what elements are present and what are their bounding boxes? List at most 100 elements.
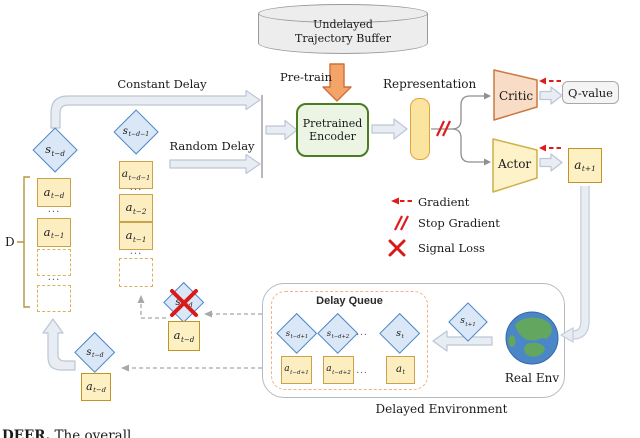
state-node-s-t-minus-d-plus-2: st−d+2 xyxy=(317,313,359,355)
buffer-title-line2: Trajectory Buffer xyxy=(295,32,391,45)
q-value-label: Q-value xyxy=(568,85,613,100)
empty-action-slot xyxy=(119,258,153,287)
state-node-s-t-minus-d: st−d xyxy=(32,127,78,173)
empty-action-slot xyxy=(37,249,71,276)
fork-to-actor xyxy=(451,128,484,163)
fork-to-critic xyxy=(451,95,484,130)
lost-state-elbow-arrowhead xyxy=(137,295,145,303)
critic-arrowhead xyxy=(484,92,491,100)
buffer-title-line1: Undelayed xyxy=(313,18,373,31)
critic-label: Critic xyxy=(499,89,534,103)
action-box-a-t-minus-d: at−d xyxy=(81,373,111,401)
action-box-a-t-minus-1: at−1 xyxy=(119,222,153,250)
encoder-output-arrow xyxy=(371,118,408,140)
state-node-s-t-plus-1: st+1 xyxy=(448,302,488,342)
actor-label: Actor xyxy=(498,157,532,171)
constant-delay-arrow xyxy=(50,89,261,129)
caption-keyword: DEER. xyxy=(2,428,51,438)
random-delay-label: Random Delay xyxy=(169,139,255,153)
actor-arrowhead xyxy=(484,158,491,166)
delay-queue-label: Delay Queue xyxy=(316,295,383,307)
state-node-s-t-minus-d-bottom: st−d xyxy=(74,332,116,374)
representation-bar xyxy=(410,98,430,160)
state-label: st−d+1 xyxy=(285,328,309,340)
action-label: at xyxy=(396,363,405,377)
action-box-a-t-minus-d: at−d xyxy=(168,321,200,351)
queue-to-lost-state-arrowhead xyxy=(204,310,212,318)
action-label: at−d−1 xyxy=(121,168,151,182)
ellipsis: ... xyxy=(129,246,143,257)
ellipsis: ... xyxy=(356,366,368,376)
state-label: st−d+2 xyxy=(326,328,350,340)
random-delay-arrow xyxy=(169,153,261,175)
legend-stop-gradient-label: Stop Gradient xyxy=(418,216,500,230)
actor-output-arrow xyxy=(539,153,563,172)
encoder-label-line2: Encoder xyxy=(309,130,356,143)
env-to-queue-arrow xyxy=(432,330,493,352)
action-box-a-t-minus-d-plus-2: at−d+2 xyxy=(323,356,354,384)
action-label: at−2 xyxy=(125,200,147,216)
encoder-label-line1: Pretrained xyxy=(302,117,363,130)
caption-text: The overall … xyxy=(50,428,150,438)
ellipsis: ... xyxy=(356,328,368,338)
actor-trapezoid xyxy=(492,138,538,193)
buffer-cylinder-top xyxy=(258,4,428,23)
legend-gradient-label: Gradient xyxy=(418,195,470,209)
action-label: at−d xyxy=(86,379,106,395)
action-label: at−1 xyxy=(43,224,65,241)
state-label: st−d xyxy=(45,142,65,158)
feedback-up-arrow xyxy=(42,318,76,371)
state-label: st xyxy=(396,327,404,341)
pretrain-label: Pre-train xyxy=(280,70,332,84)
action-to-env-arrowhead xyxy=(559,326,574,344)
action-box-a-t-minus-2: at−2 xyxy=(119,194,153,222)
action-to-env-path xyxy=(572,186,589,339)
state-label: st−d xyxy=(86,346,104,360)
action-label: at−d xyxy=(173,328,195,344)
critic-gradient-arrowhead xyxy=(539,77,546,85)
d-bracket xyxy=(17,176,30,308)
delay-queue-box xyxy=(271,291,428,390)
actor-gradient-arrowhead xyxy=(539,144,546,152)
lost-state-elbow-dashed xyxy=(140,302,166,319)
ellipsis: ... xyxy=(47,204,61,215)
action-label: at+1 xyxy=(574,157,596,174)
queue-to-bottom-arrowhead xyxy=(121,364,129,372)
action-label: at−1 xyxy=(125,228,147,244)
buffer-title: Undelayed Trajectory Buffer xyxy=(258,18,428,46)
signal-loss-x-icon xyxy=(170,289,198,317)
action-label: at−d+1 xyxy=(284,364,309,376)
earth-globe-icon xyxy=(505,311,559,365)
stop-gradient-legend-icon xyxy=(394,215,409,231)
delayed-environment-box xyxy=(262,283,565,398)
action-box-a-t-minus-d-plus-1: at−d+1 xyxy=(281,356,312,384)
action-label: at−d xyxy=(43,184,65,201)
critic-trapezoid xyxy=(493,69,538,121)
actor-shape xyxy=(492,138,538,193)
pretrained-encoder-box: Pretrained Encoder xyxy=(296,103,369,157)
state-label: st+1 xyxy=(460,316,476,328)
ellipsis: ... xyxy=(47,272,61,283)
action-box-a-t-minus-d-minus-1: at−d−1 xyxy=(119,161,153,189)
critic-output-arrow xyxy=(539,86,563,105)
delayed-environment-label: Delayed Environment xyxy=(375,402,508,416)
state-node-s-t-minus-d-minus-1: st−d−1 xyxy=(113,109,159,155)
action-box-a-t-minus-1: at−1 xyxy=(37,218,71,247)
state-label: st−d−1 xyxy=(122,125,150,139)
pretrain-arrow xyxy=(322,63,352,102)
representation-label: Representation xyxy=(383,77,477,91)
real-env-label: Real Env xyxy=(504,371,560,385)
empty-action-slot xyxy=(37,285,71,312)
action-box-a-t-minus-d: at−d xyxy=(37,178,71,207)
action-label: at−d+2 xyxy=(326,364,351,376)
signal-loss-legend-icon xyxy=(388,239,406,257)
q-value-box: Q-value xyxy=(562,81,619,104)
stop-gradient-icon xyxy=(436,120,451,137)
gradient-legend-arrowhead xyxy=(391,197,399,205)
figure-caption: DEER. The overall … xyxy=(2,428,638,438)
constant-delay-label: Constant Delay xyxy=(117,77,207,91)
ellipsis: ... xyxy=(129,182,143,193)
state-node-s-t: st xyxy=(379,313,421,355)
